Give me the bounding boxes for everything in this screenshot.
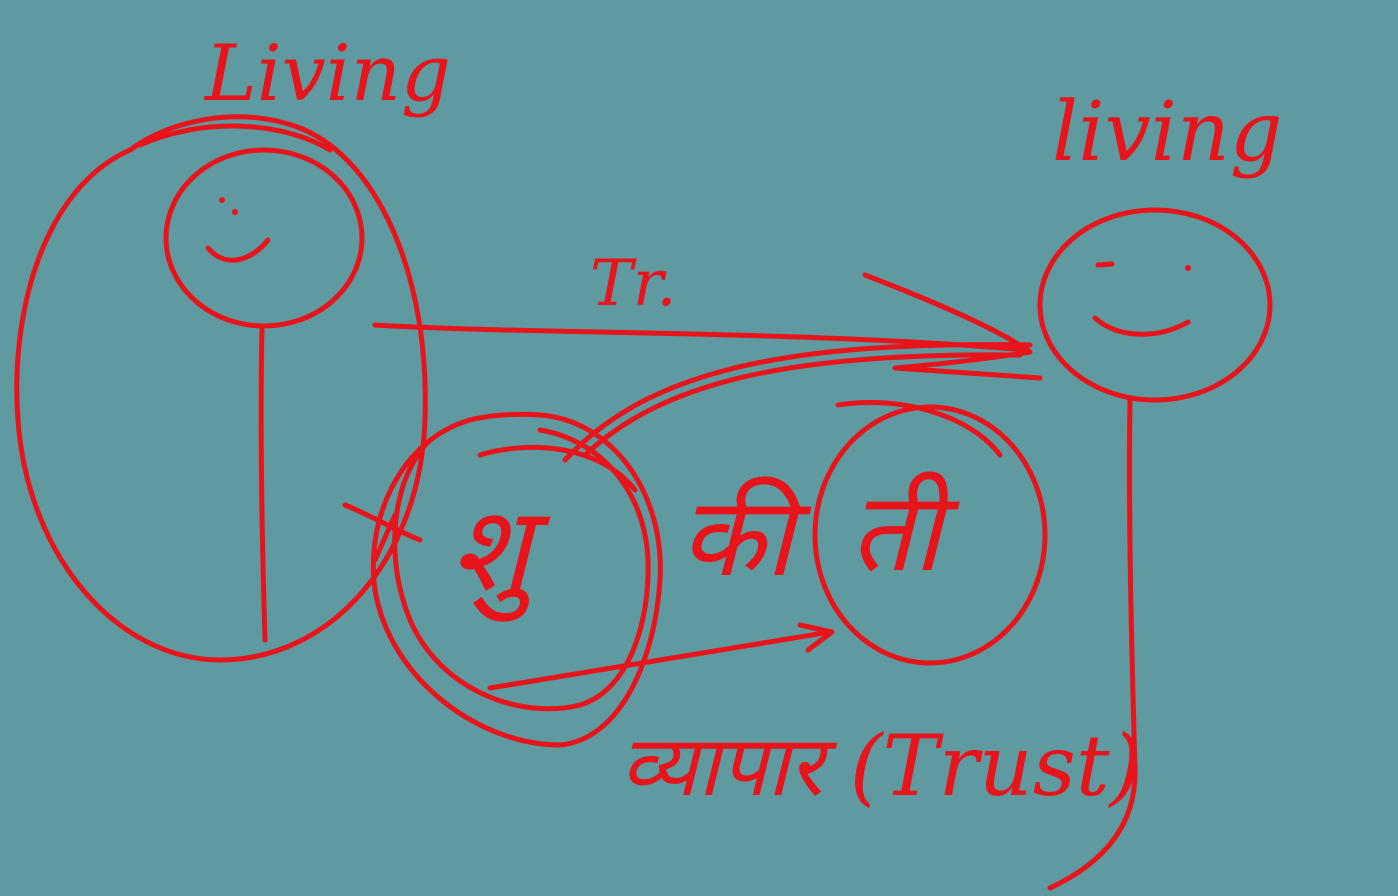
right-figure-eye (1098, 264, 1112, 265)
right-living-label: living (1052, 85, 1282, 180)
left-figure-eye (232, 209, 238, 215)
lower-arrow-line (490, 632, 830, 688)
left-figure-smile (208, 240, 268, 260)
top-arrow-head (865, 275, 1040, 378)
left-figure-body (261, 330, 265, 640)
right-figure-smile (1095, 318, 1188, 334)
left-figure-eye (219, 197, 225, 203)
right-figure-eye (1185, 265, 1191, 271)
bottom-label: व्यापार (Trust) (620, 717, 1142, 815)
word-part-1: शु (450, 480, 551, 622)
arrow-label: Tr. (590, 247, 677, 321)
left-figure-head (166, 150, 362, 326)
word-part-2: की (680, 473, 812, 601)
right-figure-head (1040, 210, 1270, 400)
left-living-label: Living (203, 29, 451, 119)
word-part-3: ती (850, 468, 961, 596)
